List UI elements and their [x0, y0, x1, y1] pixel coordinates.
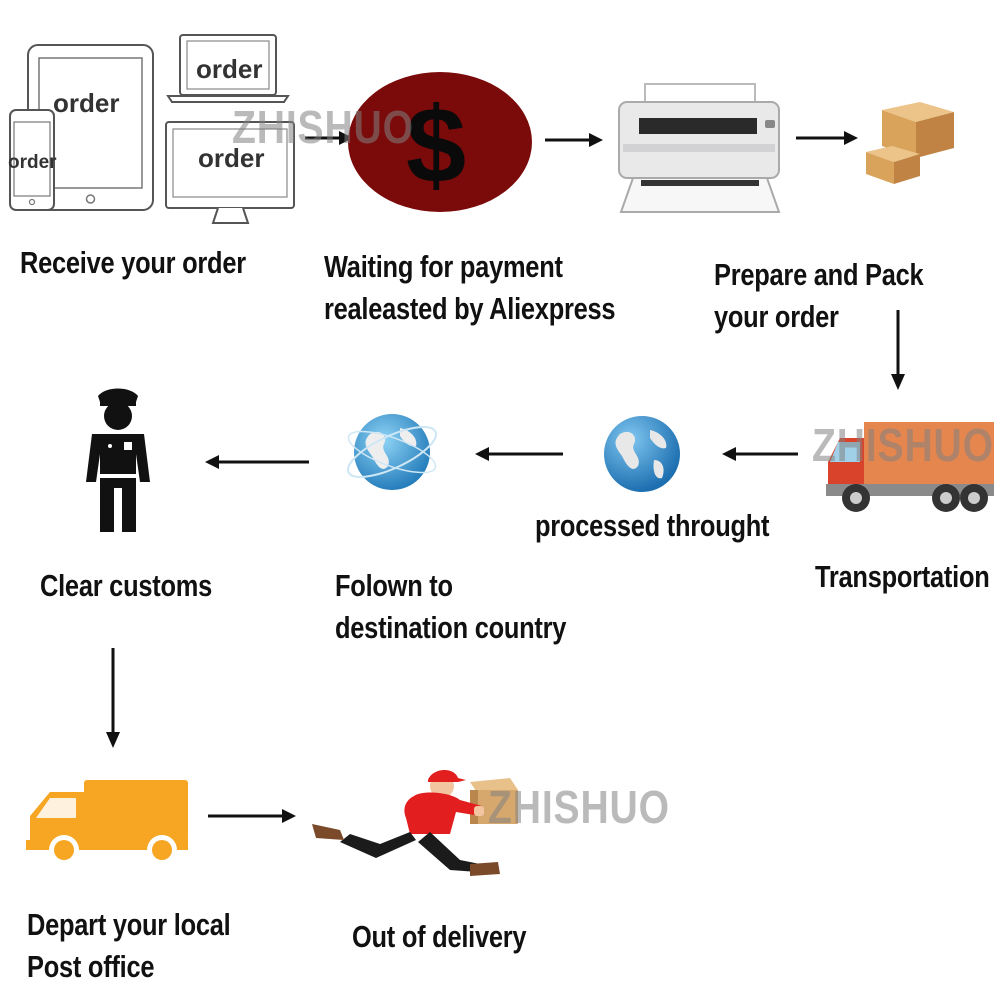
boxes-icon: [862, 98, 957, 188]
caption-line: destination country: [335, 610, 567, 645]
courier-icon: [310, 760, 535, 885]
arrow-right-icon: [796, 128, 861, 153]
caption-line: Depart your local: [27, 907, 231, 942]
step-caption-waiting-payment: Waiting for payment realeasted by Aliexp…: [324, 246, 616, 330]
step-caption-flown: Folown to destination country: [335, 565, 566, 649]
caption-line: Receive your order: [20, 245, 246, 280]
arrow-left-icon: [203, 452, 311, 477]
caption-line: Waiting for payment: [324, 249, 563, 284]
arrow-down-icon: [103, 648, 123, 755]
globe-orbit-icon: [344, 406, 442, 498]
caption-line: Clear customs: [40, 568, 212, 603]
tablet-label: order: [53, 88, 119, 118]
caption-line: processed throught: [535, 508, 770, 543]
police-officer-icon: [80, 382, 155, 542]
truck-icon: [826, 418, 998, 518]
step-caption-processed: processed throught: [535, 505, 770, 547]
arrow-left-icon: [473, 444, 565, 469]
step-caption-depart: Depart your local Post office: [27, 904, 231, 988]
arrow-down-icon: [888, 310, 908, 397]
step-caption-transportation: Transportation: [815, 556, 990, 598]
arrow-right-icon: [305, 128, 355, 153]
phone-label: order: [8, 152, 57, 173]
devices-icon: order order order order: [8, 30, 308, 230]
caption-line: Prepare and Pack: [714, 257, 924, 292]
globe-icon: [602, 414, 682, 494]
printer-icon: [615, 82, 785, 222]
orange-truck-icon: [24, 778, 192, 870]
monitor-label: order: [198, 143, 264, 173]
caption-line: realeasted by Aliexpress: [324, 291, 616, 326]
caption-line: Folown to: [335, 568, 453, 603]
dollar-icon: $: [348, 70, 533, 215]
caption-line: Out of delivery: [352, 919, 527, 954]
arrow-right-icon: [545, 130, 605, 155]
caption-line: Transportation: [815, 559, 990, 594]
step-caption-delivery: Out of delivery: [352, 916, 527, 958]
step-caption-customs: Clear customs: [40, 565, 212, 607]
caption-line: your order: [714, 299, 839, 334]
step-caption-prepare-pack: Prepare and Pack your order: [714, 254, 924, 338]
arrow-left-icon: [720, 444, 800, 469]
laptop-label: order: [196, 54, 262, 84]
arrow-right-icon: [208, 806, 300, 831]
caption-line: Post office: [27, 949, 155, 984]
dollar-glyph: $: [406, 84, 466, 205]
step-caption-receive-order: Receive your order: [20, 242, 246, 284]
